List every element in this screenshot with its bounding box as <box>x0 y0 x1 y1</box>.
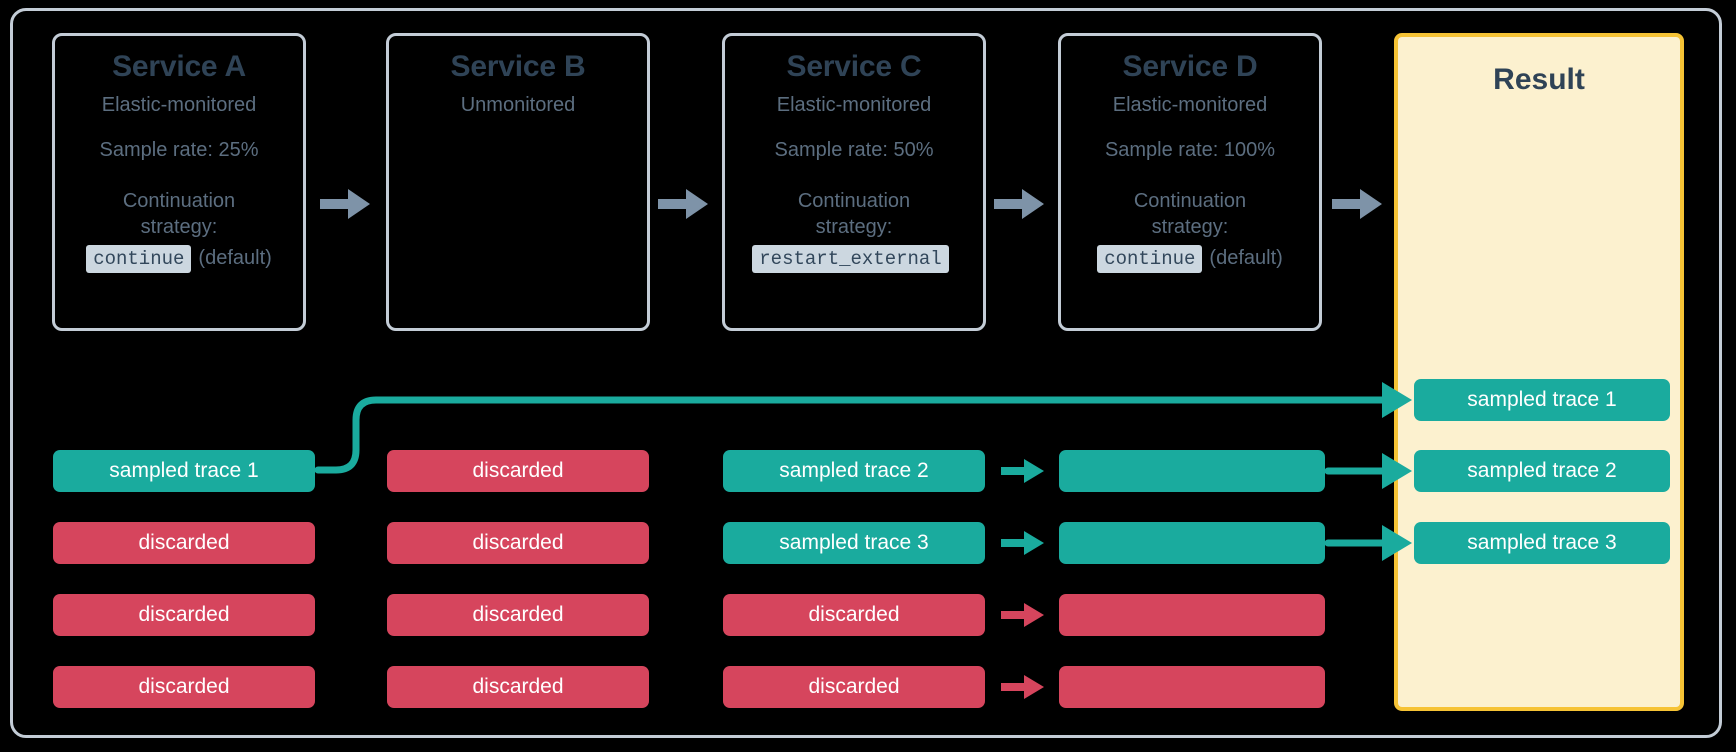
service-d-strategy-code: continue <box>1097 244 1203 273</box>
service-a-continuation-line2: strategy: <box>140 216 218 239</box>
result-trace-bar-2: sampled trace 2 <box>1414 450 1670 492</box>
service-box-b: Service B Unmonitored <box>386 33 650 331</box>
trace-bar-d-1 <box>1059 450 1325 492</box>
trace-bar-a-1: sampled trace 1 <box>53 450 315 492</box>
trace-bar-a-2: discarded <box>53 522 315 564</box>
service-d-continuation-line2: strategy: <box>1151 216 1229 239</box>
service-c-strategy-code: restart_external <box>752 244 949 273</box>
result-trace-bar-1: sampled trace 1 <box>1414 379 1670 421</box>
service-c-title: Service C <box>786 50 922 83</box>
arrow-right-icon-c2-to-d2 <box>1001 531 1044 555</box>
service-c-continuation-label: Continuation strategy: <box>798 188 910 241</box>
service-d-continuation-line1: Continuation <box>1133 190 1247 212</box>
service-c-strategy-line: restart_external <box>752 244 955 273</box>
service-a-continuation-label: Continuation strategy: <box>123 188 235 241</box>
trace-bar-b-3: discarded <box>387 594 649 636</box>
service-a-continuation-line1: Continuation <box>122 190 236 212</box>
arrow-right-icon-c1-to-d1 <box>1001 459 1044 483</box>
trace-bar-d-3 <box>1059 594 1325 636</box>
service-a-strategy-code: continue <box>86 244 192 273</box>
service-a-strategy-line: continue (default) <box>86 244 272 273</box>
service-a-monitoring: Elastic-monitored <box>101 94 257 116</box>
result-panel <box>1394 33 1684 711</box>
trace-bar-b-1: discarded <box>387 450 649 492</box>
trace-bar-d-2 <box>1059 522 1325 564</box>
service-a-sample-rate: Sample rate: 25% <box>99 139 259 161</box>
result-trace-bar-3: sampled trace 3 <box>1414 522 1670 564</box>
trace-bar-c-3: discarded <box>723 594 985 636</box>
trace-bar-a-4: discarded <box>53 666 315 708</box>
arrow-right-icon-c4-to-d4 <box>1001 675 1044 699</box>
arrow-right-icon-c-to-d <box>994 189 1044 219</box>
arrow-right-icon-b-to-c <box>658 189 708 219</box>
service-b-title: Service B <box>450 50 586 83</box>
service-b-monitoring: Unmonitored <box>460 94 576 116</box>
service-d-title: Service D <box>1122 50 1258 83</box>
service-box-d: Service D Elastic-monitored Sample rate:… <box>1058 33 1322 331</box>
trace-bar-c-4: discarded <box>723 666 985 708</box>
service-c-continuation-line1: Continuation <box>797 190 911 212</box>
trace-bar-b-4: discarded <box>387 666 649 708</box>
service-c-continuation-line2: strategy: <box>815 216 893 239</box>
service-c-monitoring: Elastic-monitored <box>776 94 932 116</box>
service-d-sample-rate: Sample rate: 100% <box>1104 139 1276 161</box>
service-d-continuation-label: Continuation strategy: <box>1134 188 1246 241</box>
arrow-right-icon-c3-to-d3 <box>1001 603 1044 627</box>
trace-bar-a-3: discarded <box>53 594 315 636</box>
service-d-monitoring: Elastic-monitored <box>1112 94 1268 116</box>
service-c-sample-rate: Sample rate: 50% <box>774 139 934 161</box>
arrow-right-icon-a-to-b <box>320 189 370 219</box>
trace-bar-c-1: sampled trace 2 <box>723 450 985 492</box>
service-a-strategy-note: (default) <box>198 247 272 270</box>
result-title: Result <box>1493 63 1585 96</box>
trace-bar-c-2: sampled trace 3 <box>723 522 985 564</box>
arrow-right-icon-d-to-result <box>1332 189 1382 219</box>
trace-bar-b-2: discarded <box>387 522 649 564</box>
service-d-strategy-note: (default) <box>1209 247 1283 270</box>
service-d-strategy-line: continue (default) <box>1097 244 1283 273</box>
service-box-a: Service A Elastic-monitored Sample rate:… <box>52 33 306 331</box>
service-a-title: Service A <box>112 50 246 83</box>
trace-bar-d-4 <box>1059 666 1325 708</box>
service-box-c: Service C Elastic-monitored Sample rate:… <box>722 33 986 331</box>
